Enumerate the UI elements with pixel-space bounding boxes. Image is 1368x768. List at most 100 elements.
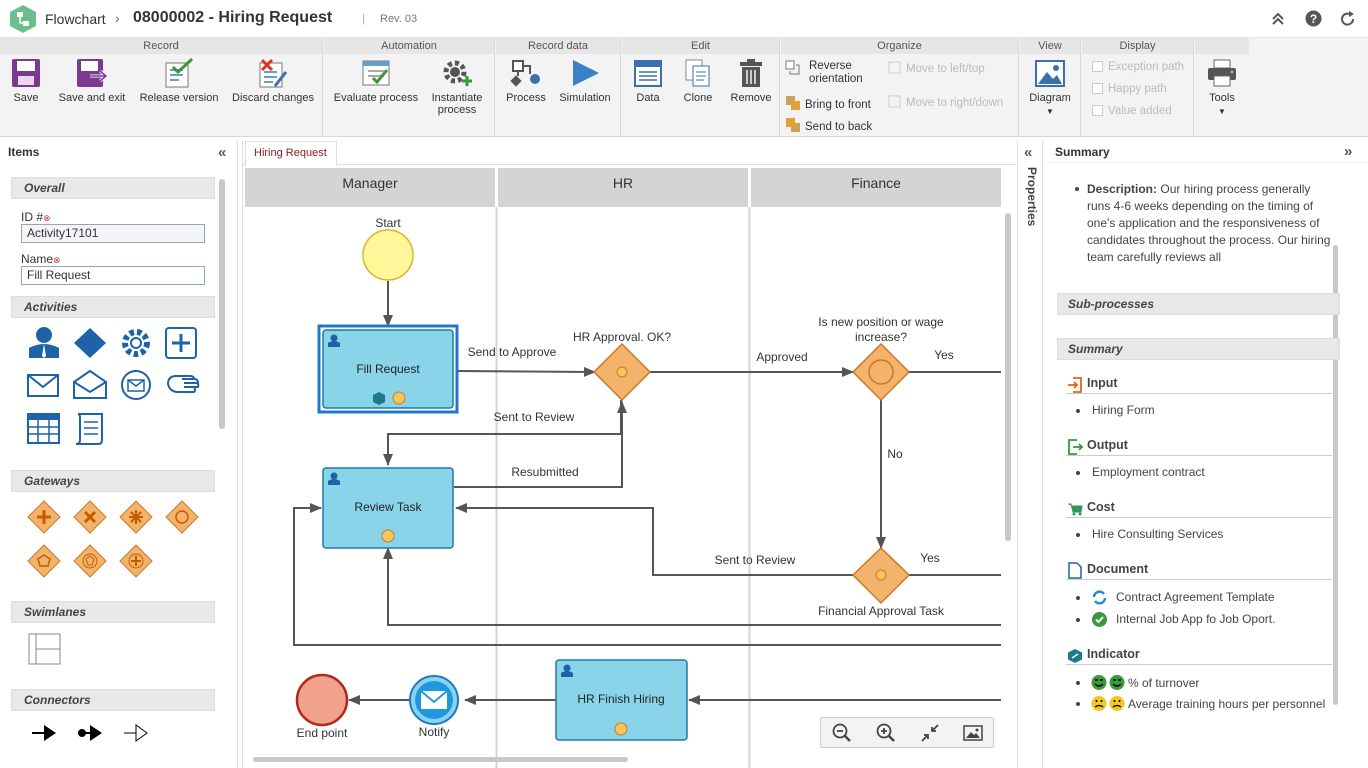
collapse-right-icon[interactable]: »	[1344, 143, 1352, 160]
zoom-out-icon[interactable]	[832, 723, 852, 746]
id-field[interactable]: Activity17101	[21, 224, 205, 243]
swimlane-tool-icon[interactable]	[28, 633, 62, 668]
open-message-icon[interactable]	[74, 371, 106, 398]
bullet	[1075, 187, 1079, 191]
flow-send-to-approve[interactable]	[456, 371, 595, 372]
section-connectors[interactable]: Connectors	[11, 689, 215, 711]
connector-label: Yes	[920, 551, 940, 565]
user-task-icon[interactable]	[29, 327, 59, 358]
canvas-horizontal-scrollbar[interactable]	[253, 757, 628, 762]
exception-path-checkbox[interactable]: Exception path	[1092, 61, 1184, 74]
move-left-top-button[interactable]: Move to left/top	[888, 61, 985, 76]
description-line: candidates throughout the process. Our h…	[1087, 232, 1337, 249]
fit-to-screen-icon[interactable]	[920, 723, 940, 746]
checkbox[interactable]	[1092, 105, 1103, 116]
properties-panel-collapsed[interactable]: « Properties	[1017, 141, 1043, 768]
move-right-down-button[interactable]: Move to right/down	[888, 95, 1003, 110]
section-overall[interactable]: Overall	[11, 177, 215, 199]
tools-button[interactable]: Tools ▼	[1199, 58, 1245, 118]
indicator-item[interactable]: % of turnover	[1128, 676, 1199, 690]
indicator-heading: Indicator	[1066, 645, 1332, 665]
script-scroll-icon[interactable]	[76, 414, 102, 444]
bullet	[1076, 618, 1080, 622]
description-line: runs 4-6 weeks depending on the timing o…	[1087, 198, 1337, 215]
section-sub-processes[interactable]: Sub-processes	[1057, 293, 1340, 315]
gateway-shape-icon[interactable]	[74, 328, 106, 358]
section-gateways[interactable]: Gateways	[11, 470, 215, 492]
ribbon-group-record-data: Record data Process Simulation	[496, 38, 621, 137]
help-icon[interactable]: ?	[1305, 10, 1322, 30]
sequence-flow-connector-icon[interactable]	[32, 725, 56, 741]
dropdown-arrow-icon: ▼	[1025, 106, 1075, 118]
document-item[interactable]: Contract Agreement Template	[1116, 590, 1275, 604]
description-line: Our hiring process generally	[1160, 182, 1310, 196]
simulation-button[interactable]: Simulation	[555, 58, 615, 104]
evaluate-process-button[interactable]: Evaluate process	[330, 58, 422, 104]
summary-panel: Summary » Description: Our hiring proces…	[1046, 141, 1368, 768]
ribbon-group-label: Display	[1082, 38, 1193, 54]
start-label: Start	[375, 216, 401, 230]
zoom-in-icon[interactable]	[876, 723, 896, 746]
output-heading: Output	[1066, 436, 1332, 456]
default-flow-connector-icon[interactable]	[78, 725, 102, 741]
start-event[interactable]	[363, 230, 413, 280]
data-button[interactable]: Data	[628, 58, 668, 104]
pentagon-gateway-icon[interactable]	[28, 545, 60, 577]
clone-button[interactable]: Clone	[678, 58, 718, 104]
process-button[interactable]: Process	[501, 58, 551, 104]
printer-icon	[1206, 58, 1238, 88]
section-activities[interactable]: Activities	[11, 296, 215, 318]
end-event[interactable]	[297, 675, 347, 725]
cost-heading: Cost	[1066, 498, 1332, 518]
collapse-up-icon[interactable]	[1270, 11, 1286, 30]
diagram-view-button[interactable]: Diagram ▼	[1025, 58, 1075, 118]
service-task-gear-icon[interactable]	[125, 332, 147, 354]
ribbon-group-label: Edit	[622, 38, 779, 54]
parallel-event-gateway-icon[interactable]	[120, 545, 152, 577]
items-scrollbar[interactable]	[219, 179, 225, 429]
add-activity-icon[interactable]	[166, 328, 196, 358]
collapse-left-icon[interactable]: «	[218, 144, 226, 161]
canvas-vertical-scrollbar[interactable]	[1005, 213, 1011, 541]
save-and-exit-button[interactable]: Save and exit	[55, 58, 129, 104]
clone-icon	[682, 58, 714, 88]
bring-to-front-button[interactable]: Bring to front	[785, 95, 871, 112]
refresh-icon[interactable]	[1339, 10, 1357, 31]
trash-icon	[735, 58, 767, 88]
manual-task-hand-icon[interactable]	[168, 376, 198, 392]
exclusive-gateway-icon[interactable]	[74, 501, 106, 533]
send-message-icon[interactable]	[28, 375, 58, 396]
section-swimlanes[interactable]: Swimlanes	[11, 601, 215, 623]
event-based-gateway-icon[interactable]	[74, 545, 106, 577]
discard-changes-button[interactable]: Discard changes	[230, 58, 316, 104]
checkbox[interactable]	[1092, 83, 1103, 94]
name-field[interactable]: Fill Request	[21, 266, 205, 285]
tab-hiring-request[interactable]: Hiring Request	[245, 141, 337, 166]
send-to-back-button[interactable]: Send to back	[785, 117, 872, 134]
complex-gateway-icon[interactable]	[120, 501, 152, 533]
remove-button[interactable]: Remove	[728, 58, 774, 104]
happy-path-checkbox[interactable]: Happy path	[1092, 83, 1167, 96]
document-item[interactable]: Internal Job App fo Job Oport.	[1116, 612, 1275, 626]
parallel-gateway-icon[interactable]	[28, 501, 60, 533]
form-badge-icon	[617, 367, 627, 377]
value-added-checkbox[interactable]: Value added	[1092, 105, 1172, 118]
event-gateway-icon[interactable]	[166, 501, 198, 533]
section-summary[interactable]: Summary	[1057, 338, 1340, 360]
tab-strip	[243, 141, 1016, 165]
ribbon-group-label: Record data	[496, 38, 620, 54]
gateways-palette	[24, 499, 214, 582]
save-button[interactable]: Save	[6, 58, 46, 104]
instantiate-process-button[interactable]: Instantiate process	[426, 58, 488, 116]
ribbon-group-edit: Edit Data Clone Remove	[622, 38, 780, 137]
breadcrumb-module[interactable]: Flowchart	[45, 11, 106, 27]
checkbox[interactable]	[1092, 61, 1103, 72]
ribbon-group-tools: Tools ▼	[1195, 38, 1368, 137]
association-connector-icon[interactable]	[124, 725, 147, 741]
expand-properties-icon[interactable]: «	[1024, 144, 1032, 161]
export-image-icon[interactable]	[963, 724, 983, 745]
release-version-button[interactable]: Release version	[137, 58, 221, 104]
message-event-icon[interactable]	[122, 371, 150, 399]
indicator-item[interactable]: Average training hours per personnel	[1128, 697, 1325, 711]
table-data-icon[interactable]	[28, 414, 59, 443]
